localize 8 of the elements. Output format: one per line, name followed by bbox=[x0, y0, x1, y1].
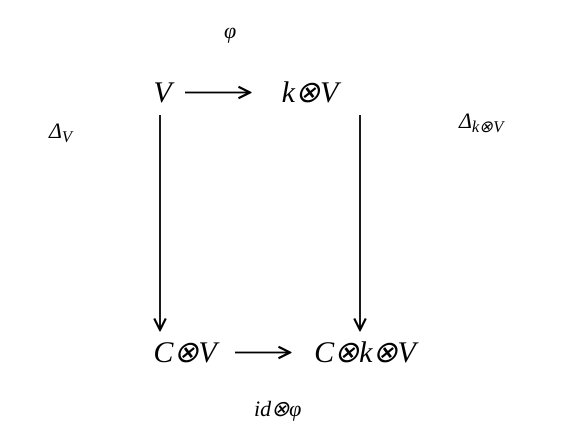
arrow bbox=[153, 115, 167, 332]
arrow bbox=[185, 86, 252, 100]
arrow bbox=[235, 346, 292, 360]
math-expression: C⊗V bbox=[135, 330, 235, 375]
math-expression: C⊗k⊗V bbox=[290, 330, 440, 375]
math-expression: k⊗V bbox=[250, 70, 370, 115]
math-expression: V bbox=[140, 70, 185, 115]
arrow bbox=[353, 115, 367, 332]
